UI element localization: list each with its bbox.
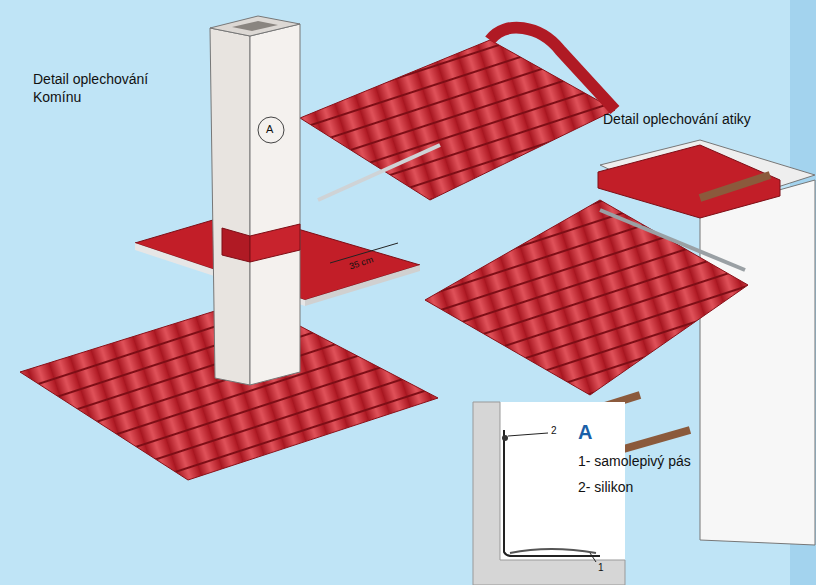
chimney-top xyxy=(210,16,300,36)
flashing-edge xyxy=(305,265,420,306)
chimney-face xyxy=(210,28,250,385)
chimney-flue xyxy=(232,21,278,31)
silicone-bead xyxy=(502,435,508,441)
ridge-cap xyxy=(490,28,615,110)
parapet-cap xyxy=(598,145,780,218)
leader-line xyxy=(508,433,548,436)
detail-circle xyxy=(258,117,284,143)
gutter-strip xyxy=(318,145,440,200)
callout-number: 2 xyxy=(551,424,557,437)
figure-heading: Detail oplechování Komínu xyxy=(33,70,173,106)
legend-note: 2- silikon xyxy=(578,478,633,496)
dimension-label: 35 cm xyxy=(348,254,375,272)
batten xyxy=(620,430,690,450)
chimney-face xyxy=(250,24,300,385)
batten xyxy=(700,175,770,198)
legend-note: 1- samolepivý pás xyxy=(578,452,691,470)
callout-number: 1 xyxy=(598,561,604,574)
chimney-flashing xyxy=(250,224,300,262)
leader-line xyxy=(590,553,596,562)
detail-title: A xyxy=(578,420,592,445)
tape-strip xyxy=(510,549,596,553)
chimney-flashing xyxy=(222,228,250,262)
parapet-wall xyxy=(700,180,815,545)
wall-strip xyxy=(600,210,745,270)
figure-heading: Detail oplechování atiky xyxy=(603,110,751,128)
tile-sheet xyxy=(425,200,748,395)
detail-marker: A xyxy=(266,122,273,136)
